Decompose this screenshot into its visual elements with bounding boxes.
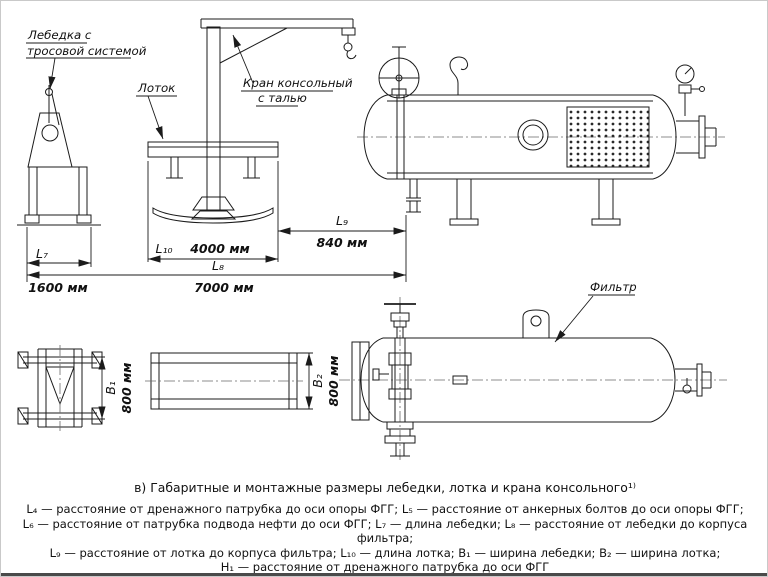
tray-top-view [145, 352, 303, 410]
filter-callout: Фильтр [554, 280, 637, 343]
dimensions-top: L₉ 840 мм L₁₀ 4000 мм L₇ L₈ 1600 мм 7000… [26, 161, 407, 295]
crane-assembly [190, 18, 357, 220]
dim-l8-value: 7000 мм [194, 280, 254, 295]
winch-callout: Лебедка с тросовой системой [26, 28, 147, 90]
crane-callout: Кран консольный с талью [232, 34, 353, 107]
valve-handwheel [378, 46, 420, 99]
dim-l10-value: 4000 мм [189, 241, 250, 256]
dim-l9-symbol: L₉ [336, 213, 348, 228]
tray-leader-line [147, 95, 164, 140]
legend-line-4: H₁ — расстояние от дренажного патрубка д… [220, 560, 550, 575]
winch-label-line1: Лебедка с [27, 28, 92, 42]
filter-label: Фильтр [590, 280, 637, 294]
figure-caption: в) Габаритные и монтажные размеры лебедк… [134, 480, 636, 495]
dim-l7-symbol: L₇ [36, 246, 48, 261]
crane-label-line1: Кран консольный [243, 76, 353, 90]
legend-line-1: L₄ — расстояние от дренажного патрубка д… [26, 502, 744, 516]
dim-b1-symbol: B₁ [103, 381, 118, 395]
tray-front-view [147, 141, 279, 224]
filter-leader-line [554, 295, 594, 343]
legend: L₄ — расстояние от дренажного патрубка д… [1, 502, 767, 575]
winch-leader-line [48, 57, 56, 90]
dim-l7-value: 1600 мм [28, 280, 88, 295]
winch-front-view [17, 85, 101, 226]
shell-fitting [452, 375, 468, 385]
scan-artifact-line [1, 573, 767, 576]
dim-l9-value: 840 мм [317, 235, 368, 250]
dim-b1-value: 800 мм [119, 363, 134, 414]
filter-side-view [339, 297, 727, 463]
perforated-element [566, 106, 650, 168]
drain-nozzle [406, 179, 421, 213]
legend-line-2: L₆ — расстояние от патрубка подвода нефт… [22, 516, 748, 546]
filter-valve-stack [372, 303, 416, 457]
hoist-pulley [343, 42, 353, 52]
dimension-b2: B₂ 800 мм [297, 352, 341, 410]
dim-b2-value: 800 мм [326, 356, 341, 407]
separator-front-view [357, 46, 725, 226]
dim-l10-symbol: L₁₀ [156, 241, 173, 256]
winch-top-view [17, 345, 103, 431]
hoist-hook [346, 50, 357, 60]
tray-label: Лоток [137, 81, 176, 95]
lifting-lug [522, 309, 550, 338]
drain-valve [682, 384, 692, 394]
crane-label-line2: с талью [258, 91, 307, 105]
manhole [517, 119, 549, 151]
dim-b2-symbol: B₂ [310, 374, 325, 388]
dim-l8-symbol: L₈ [212, 258, 224, 273]
winch-label-line2: тросовой системой [27, 44, 147, 58]
legend-line-3: L₉ — расстояние от лотка до корпуса филь… [49, 545, 721, 560]
crane-leader-line [232, 34, 254, 84]
dimension-b1: B₁ 800 мм [97, 356, 134, 420]
tray-callout: Лоток [136, 81, 177, 140]
pressure-gauge [675, 64, 705, 116]
lifting-hook [449, 56, 468, 95]
